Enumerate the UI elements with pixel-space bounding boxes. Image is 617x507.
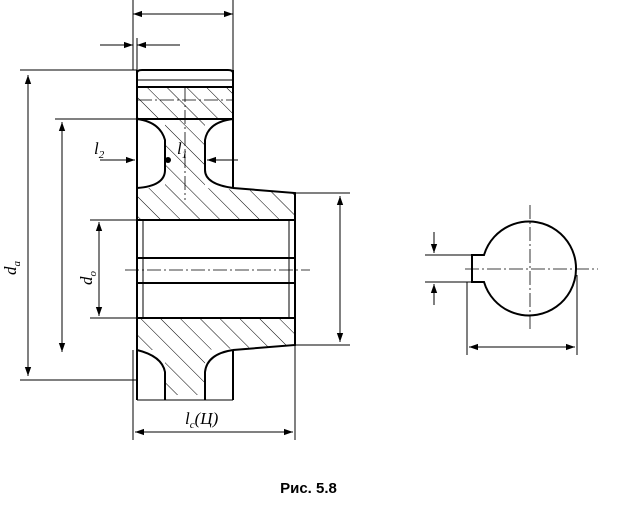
svg-text:do: do [77,271,99,286]
label-d0: do [77,271,99,286]
dimension-lines [20,0,350,440]
label-l2: l2 [94,139,105,161]
keyway-section [425,205,598,355]
centre-point [165,157,171,163]
label-l1: l1 [177,139,187,161]
centre-lines [125,88,310,271]
label-da: da [1,261,23,276]
dimension-labels: da do l2 l1 lc(Ц) [1,139,219,431]
figure-caption: Рис. 5.8 [280,480,337,497]
label-lc: lc(Ц) [185,409,219,431]
svg-text:da: da [1,261,23,276]
hatched-regions [137,87,295,395]
gear-section [125,69,310,401]
gear-outline [136,69,296,401]
